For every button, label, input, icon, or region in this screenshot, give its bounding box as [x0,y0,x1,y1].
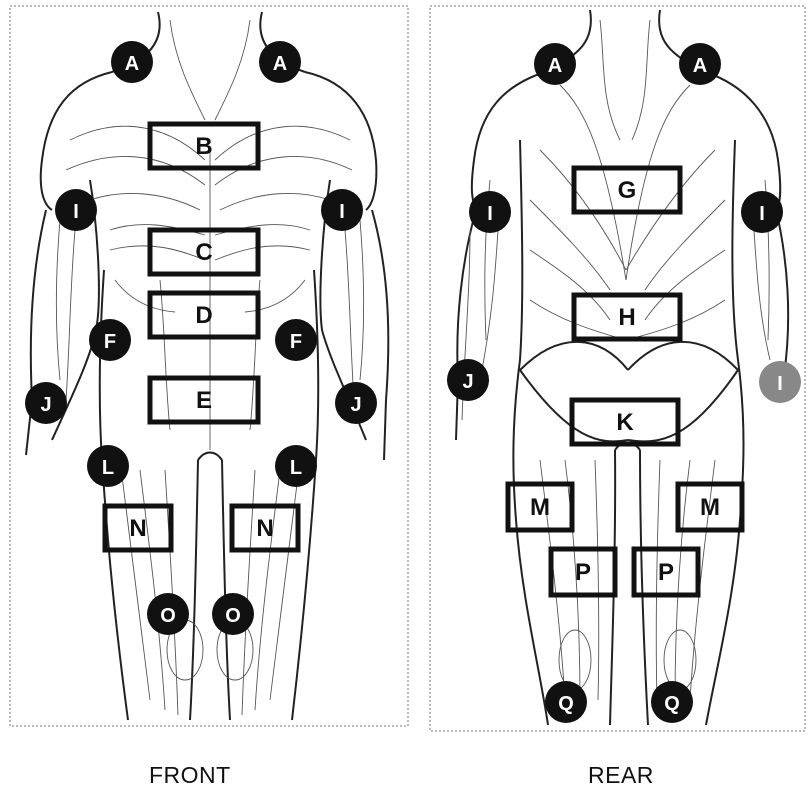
rear-marker-k-glutes: K [572,400,678,444]
rear-marker-m-thigh-left: M [508,484,572,530]
rear-marker-g-upper-back: G [574,168,680,212]
marker-letter: A [548,55,562,77]
marker-letter: Q [558,693,574,715]
marker-letter: I [777,373,783,395]
front-marker-d-mid-abdomen: D [150,293,258,337]
front-marker-c-upper-abdomen: C [150,230,258,274]
marker-letter: I [487,203,493,225]
marker-letter: N [256,515,273,542]
front-body-outline [26,12,388,720]
marker-letter: L [102,457,114,479]
front-marker-f-side-right: F [275,319,317,361]
marker-letter: Q [664,693,680,715]
marker-letter: M [700,494,720,521]
front-marker-n-thigh-left: N [105,506,171,550]
rear-caption: REAR [588,762,654,789]
front-marker-n-thigh-right: N [232,506,298,550]
rear-marker-q-calf-right: Q [651,681,693,723]
rear-marker-a-neck-right: A [679,43,721,85]
rear-marker-j-forearm-left: J [447,359,489,401]
marker-letter: J [462,371,473,393]
rear-marker-i-hand-right: I [759,361,801,403]
marker-letter: H [618,304,635,331]
rear-marker-p-hamstring-left: P [551,549,615,595]
rear-frame [430,6,805,731]
marker-letter: N [129,515,146,542]
marker-letter: F [104,331,116,353]
rear-marker-h-lower-back: H [574,295,680,339]
marker-letter: P [658,559,674,586]
marker-letter: I [339,201,345,223]
marker-letter: A [693,55,707,77]
front-frame [10,6,408,726]
front-marker-o-knee-left: O [147,593,189,635]
front-marker-l-hip-right: L [275,445,317,487]
front-marker-i-shoulder-left: I [55,189,97,231]
rear-panel [430,6,805,731]
marker-letter: F [290,331,302,353]
marker-letter: I [73,201,79,223]
marker-letter: D [195,302,212,329]
rear-marker-p-hamstring-right: P [634,549,698,595]
front-caption: FRONT [149,762,231,789]
front-marker-b-chest: B [150,124,258,168]
front-marker-f-side-left: F [89,319,131,361]
marker-letter: J [350,394,361,416]
rear-marker-a-neck-left: A [534,43,576,85]
marker-letter: L [290,457,302,479]
marker-letter: A [125,53,139,75]
marker-letter: J [40,394,51,416]
front-marker-l-hip-left: L [87,445,129,487]
rear-marker-i-arm-right: I [741,191,783,233]
marker-letter: I [759,203,765,225]
marker-letter: B [195,133,212,160]
marker-letter: M [530,494,550,521]
front-panel [10,6,408,726]
marker-letter: E [196,387,212,414]
front-marker-o-knee-right: O [212,593,254,635]
marker-letter: K [616,409,634,436]
marker-layer: A A B I I C D F F E J J L L N N O O A A G I I H J I K M M P P Q Q [25,41,801,723]
rear-marker-i-arm-left: I [469,191,511,233]
rear-body-outline [456,10,788,725]
rear-marker-m-thigh-right: M [678,484,742,530]
front-marker-j-forearm-right: J [335,382,377,424]
marker-letter: O [225,605,241,627]
front-marker-a-neck-left: A [111,41,153,83]
marker-letter: O [160,605,176,627]
marker-letter: A [273,53,287,75]
marker-letter: G [618,177,637,204]
rear-marker-q-calf-left: Q [545,681,587,723]
rear-muscle-lines [462,20,770,700]
front-marker-j-forearm-left: J [25,382,67,424]
marker-letter: P [575,559,591,586]
marker-letter: C [195,239,212,266]
front-marker-i-shoulder-right: I [321,189,363,231]
front-marker-a-neck-right: A [259,41,301,83]
